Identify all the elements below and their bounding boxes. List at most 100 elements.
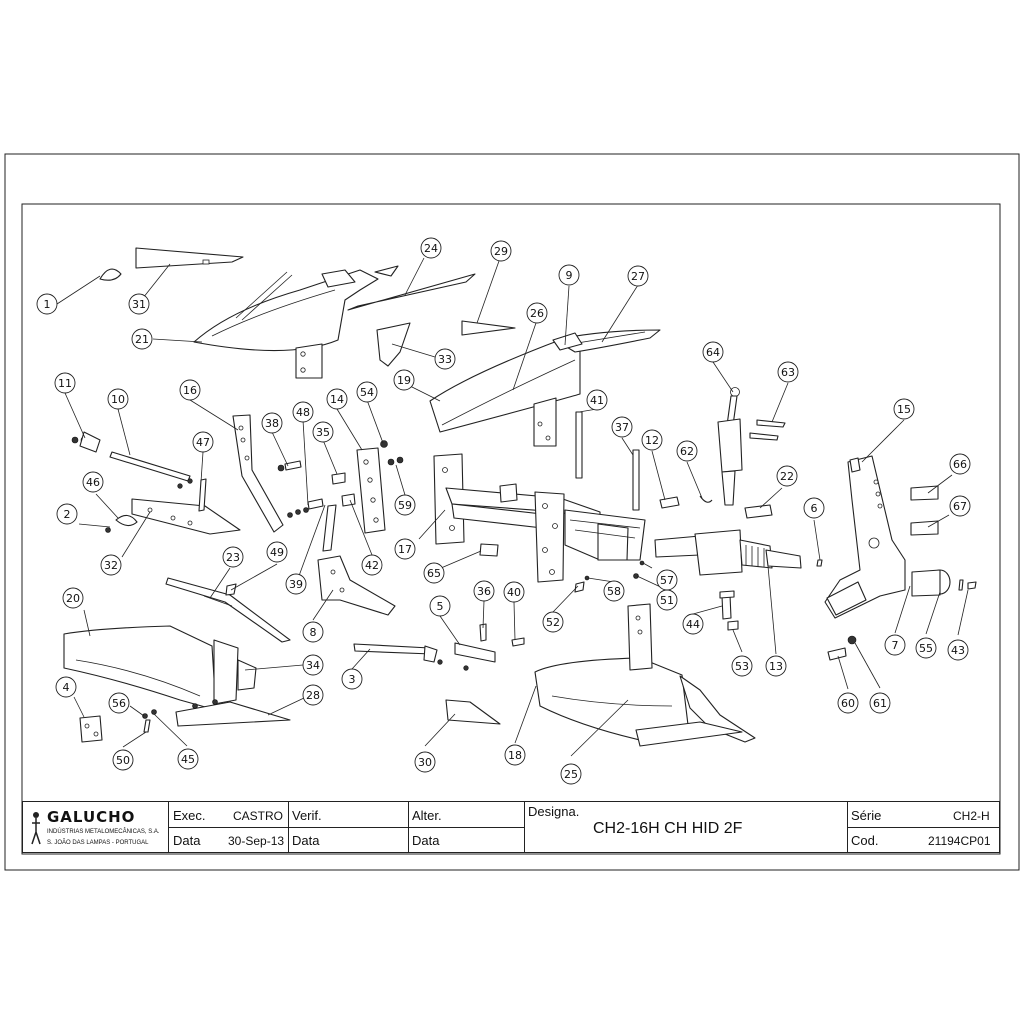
callout-number: 36 — [477, 585, 491, 598]
callout-number: 66 — [953, 458, 967, 471]
callout-number: 16 — [183, 384, 197, 397]
company-logo: GALUCHO INDÚSTRIAS METALOMECÂNICAS, S.A.… — [27, 806, 167, 850]
callout-16: 16 — [179, 379, 201, 401]
callout-48: 48 — [292, 401, 314, 423]
callout-38: 38 — [261, 412, 283, 434]
callout-52: 52 — [542, 611, 564, 633]
callout-7: 7 — [884, 634, 906, 656]
callout-14: 14 — [326, 388, 348, 410]
callout-50: 50 — [112, 749, 134, 771]
callout-28: 28 — [302, 684, 324, 706]
callout-number: 21 — [135, 333, 149, 346]
outer-frame — [4, 153, 1020, 871]
cod-value: 21194CP01 — [928, 834, 991, 848]
callout-balloon — [394, 494, 416, 516]
callout-balloon — [62, 587, 84, 609]
callout-number: 53 — [735, 660, 749, 673]
callout-balloon — [54, 372, 76, 394]
callout-balloon — [526, 302, 548, 324]
callout-9: 9 — [558, 264, 580, 286]
callout-number: 48 — [296, 406, 310, 419]
callout-13: 13 — [765, 655, 787, 677]
serie-label: Série — [851, 808, 882, 823]
callout-number: 4 — [63, 681, 70, 694]
callout-25: 25 — [560, 763, 582, 785]
callout-number: 59 — [398, 499, 412, 512]
callout-balloon — [261, 412, 283, 434]
callout-63: 63 — [777, 361, 799, 383]
callout-number: 60 — [841, 697, 855, 710]
callout-balloon — [656, 569, 678, 591]
callout-number: 29 — [494, 245, 508, 258]
callout-23: 23 — [222, 546, 244, 568]
callout-65: 65 — [423, 562, 445, 584]
callout-balloon — [682, 613, 704, 635]
callout-labels: 1234567891011121314151617181920212223242… — [36, 237, 971, 785]
callout-balloon — [341, 668, 363, 690]
callout-number: 51 — [660, 594, 674, 607]
callout-number: 52 — [546, 616, 560, 629]
exec-label: Exec. — [173, 808, 206, 823]
callout-balloon — [100, 554, 122, 576]
callout-balloon — [504, 744, 526, 766]
callout-18: 18 — [504, 744, 526, 766]
callout-balloon — [603, 580, 625, 602]
callout-43: 43 — [947, 639, 969, 661]
brand-line-2: S. JOÃO DAS LAMPAS - PORTUGAL — [47, 840, 149, 846]
callout-4: 4 — [55, 676, 77, 698]
brand-line-1: INDÚSTRIAS METALOMECÂNICAS, S.A. — [47, 829, 160, 835]
callout-number: 31 — [132, 298, 146, 311]
callout-balloon — [112, 749, 134, 771]
callout-balloon — [361, 554, 383, 576]
callout-66: 66 — [949, 453, 971, 475]
callout-number: 33 — [438, 353, 452, 366]
callout-55: 55 — [915, 637, 937, 659]
callout-number: 56 — [112, 697, 126, 710]
callout-number: 34 — [306, 659, 320, 672]
callout-number: 23 — [226, 551, 240, 564]
callout-number: 47 — [196, 436, 210, 449]
callout-number: 26 — [530, 307, 544, 320]
callout-58: 58 — [603, 580, 625, 602]
callout-balloon — [434, 348, 456, 370]
callout-balloon — [627, 265, 649, 287]
callout-3: 3 — [341, 668, 363, 690]
callout-number: 20 — [66, 592, 80, 605]
callout-balloon — [107, 388, 129, 410]
callout-number: 50 — [116, 754, 130, 767]
callout-balloon — [777, 361, 799, 383]
callout-balloon — [82, 471, 104, 493]
callout-15: 15 — [893, 398, 915, 420]
title-block: GALUCHO INDÚSTRIAS METALOMECÂNICAS, S.A.… — [22, 801, 1000, 853]
verif-label: Verif. — [292, 808, 322, 823]
callout-number: 3 — [349, 673, 356, 686]
callout-number: 49 — [270, 546, 284, 559]
callout-27: 27 — [627, 265, 649, 287]
callout-41: 41 — [586, 389, 608, 411]
exec-date-label: Data — [173, 833, 201, 848]
callout-8: 8 — [302, 621, 324, 643]
callout-number: 25 — [564, 768, 578, 781]
callout-leader-lines — [56, 257, 969, 757]
callout-number: 39 — [289, 578, 303, 591]
callout-32: 32 — [100, 554, 122, 576]
callout-balloon — [765, 655, 787, 677]
callout-balloon — [131, 328, 153, 350]
callout-number: 46 — [86, 476, 100, 489]
callout-balloon — [179, 379, 201, 401]
callout-balloon — [292, 401, 314, 423]
callout-1: 1 — [36, 293, 58, 315]
callout-balloon — [423, 562, 445, 584]
verif-date-label: Data — [292, 833, 320, 848]
callout-number: 58 — [607, 585, 621, 598]
callout-49: 49 — [266, 541, 288, 563]
callout-20: 20 — [62, 587, 84, 609]
callout-balloon — [326, 388, 348, 410]
callout-56: 56 — [108, 692, 130, 714]
alter-date-label: Data — [412, 833, 440, 848]
callout-5: 5 — [429, 595, 451, 617]
callout-balloon — [949, 453, 971, 475]
callout-40: 40 — [503, 581, 525, 603]
callout-balloon — [302, 654, 324, 676]
